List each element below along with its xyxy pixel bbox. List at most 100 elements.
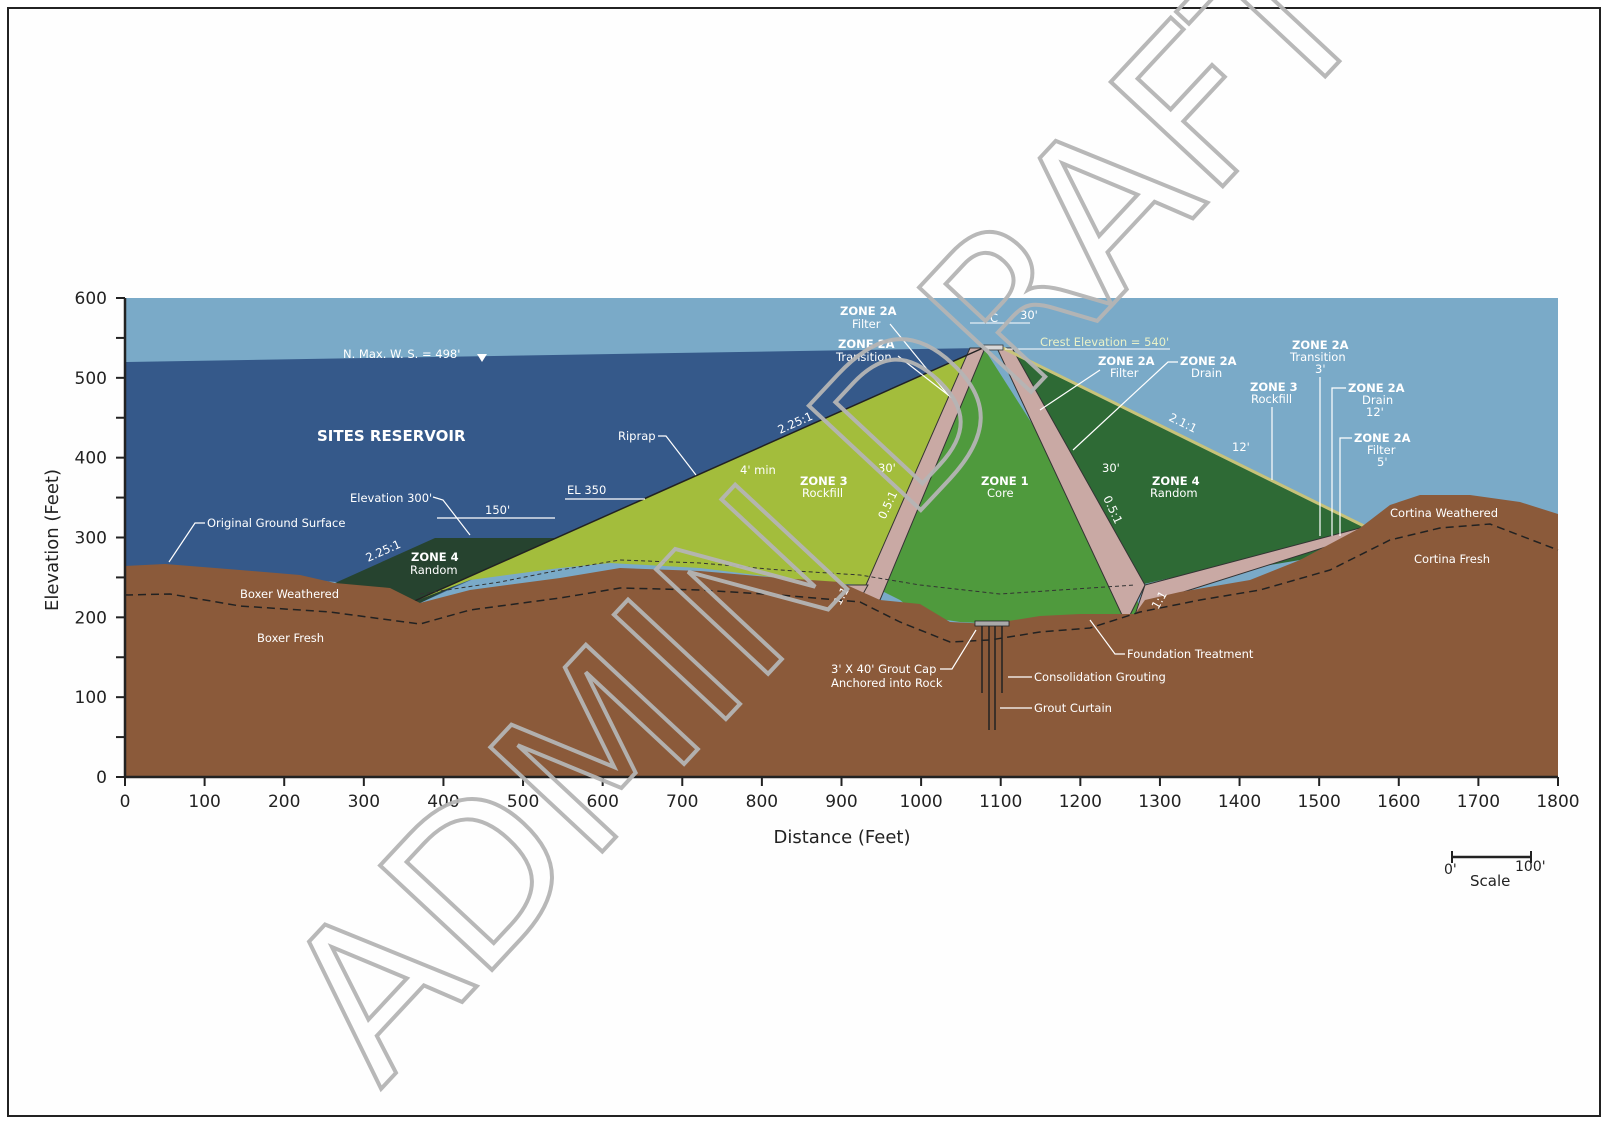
zone1-sub: Core [987, 486, 1014, 500]
filter-width-left: 30' [878, 461, 896, 475]
zone3-right-title: ZONE 3 [1250, 380, 1298, 394]
rockfill-12-label: 12' [1232, 440, 1250, 454]
zone4-random-right [1000, 348, 1370, 585]
zone2a-transition-left-sub: Transition [835, 350, 892, 364]
y-axis-label: Elevation (Feet) [42, 469, 63, 611]
x-tick-label: 1700 [1457, 792, 1500, 812]
zone1-core [870, 350, 1140, 624]
zone2a-transition-right-dim: 3' [1315, 362, 1325, 376]
x-tick-label: 200 [268, 792, 300, 812]
downstream-slope-line [1002, 346, 1369, 530]
berm-width-label: 150' [485, 503, 510, 517]
reservoir-water-body [125, 348, 983, 603]
zone2a-filter-left-leader [889, 323, 949, 396]
zone2a-filter-left-title: ZONE 2A [840, 304, 897, 318]
elevation300-leader [432, 496, 471, 536]
zone2a-filter-right [996, 347, 1146, 616]
zone3-right-sub: Rockfill [1251, 392, 1292, 406]
upstream-slope-line [409, 347, 984, 604]
x-tick-label: 1000 [899, 792, 942, 812]
zone3-title: ZONE 3 [800, 474, 848, 488]
filter-width-right: 30' [1102, 461, 1120, 475]
y-tick-label: 400 [75, 449, 107, 469]
foundation-treatment-label: Foundation Treatment [1127, 647, 1254, 661]
cortina-weathered-label: Cortina Weathered [1390, 506, 1498, 520]
grout-cap-leader [940, 629, 977, 670]
scale-bar: 0' 100' Scale [1444, 851, 1546, 890]
x-tick-label: 1800 [1536, 792, 1579, 812]
y-tick-label: 0 [96, 768, 107, 788]
zone2a-filter-right2-leader [1339, 437, 1352, 536]
zone2a-drain-right-sub: Drain [1362, 393, 1393, 407]
zone4-right-sub: Random [1150, 486, 1198, 500]
crest-width-label: 30' [1020, 308, 1038, 322]
zone2a-transition-left-leader [897, 355, 953, 399]
el350-label: EL 350 [567, 483, 606, 497]
x-tick-label: 1300 [1138, 792, 1181, 812]
scale-end: 100' [1515, 859, 1546, 875]
crest-elevation-label: Crest Elevation = 540' [1040, 335, 1169, 349]
x-tick-label: 500 [507, 792, 539, 812]
original-ground-label: Original Ground Surface [207, 516, 345, 530]
zone2a-filter-left-sub: Filter [852, 317, 881, 331]
zone2a-drain-leader [1072, 361, 1178, 451]
zone2a-transition-right-title: ZONE 2A [1292, 338, 1349, 352]
zone2a-drain-sub: Drain [1191, 366, 1222, 380]
zone2a-filter-right-leader [1039, 369, 1101, 411]
zone2a-drain-title: ZONE 2A [1180, 354, 1237, 368]
grout-cap-label-1: 3' X 40' Grout Cap [831, 662, 936, 676]
x-tick-label: 900 [825, 792, 857, 812]
zone4-left-sub: Random [410, 563, 458, 577]
zone4-left-berm [335, 538, 555, 603]
x-tick-label: 1500 [1298, 792, 1341, 812]
foundation-ground [125, 495, 1558, 777]
y-tick-label: 100 [75, 688, 107, 708]
water-surface-marker-icon [477, 354, 487, 362]
original-ground-leader [168, 522, 205, 563]
dam-crest [982, 344, 1004, 351]
boxer-fresh-label: Boxer Fresh [257, 631, 324, 645]
scale-start: 0' [1444, 862, 1457, 878]
y-tick-label: 500 [75, 369, 107, 389]
zone1-title: ZONE 1 [981, 474, 1029, 488]
zone2a-drain-right-title: ZONE 2A [1348, 381, 1405, 395]
grout-cap [974, 620, 1010, 627]
weathered-fresh-boundary-left [124, 523, 1559, 643]
elevation300-label: Elevation 300' [350, 491, 432, 505]
x-tick-label: 800 [746, 792, 778, 812]
zone2a-drain-right-dim: 12' [1366, 405, 1384, 419]
centerline-label: C [990, 311, 998, 325]
zone2a-filter-right-sub: Filter [1110, 366, 1139, 380]
zone2a-transition-left-title: ZONE 2A [838, 337, 895, 351]
reservoir-name: SITES RESERVOIR [317, 427, 466, 445]
x-tick-label: 400 [427, 792, 459, 812]
foundation-treatment-leader [1089, 619, 1125, 655]
x-tick-label: 600 [586, 792, 618, 812]
x-tick-label: 300 [348, 792, 380, 812]
four-min-label: 4' min [740, 463, 776, 477]
zone2a-filter-right2-title: ZONE 2A [1354, 431, 1411, 445]
grout-curtain-label: Grout Curtain [1034, 701, 1112, 715]
zone4-left-title: ZONE 4 [411, 550, 459, 564]
y-tick-label: 300 [75, 529, 107, 549]
y-tick-label: 600 [75, 289, 107, 309]
x-tick-label: 100 [188, 792, 220, 812]
zone2a-drain-right [1134, 527, 1372, 617]
riprap-leader [658, 435, 697, 476]
zone2a-filter-right2-dim: 5' [1377, 455, 1387, 469]
x-axis-label: Distance (Feet) [773, 827, 910, 848]
x-tick-label: 1200 [1059, 792, 1102, 812]
zone2a-filter-right-title: ZONE 2A [1098, 354, 1155, 368]
x-tick-label: 1100 [979, 792, 1022, 812]
x-tick-label: 1400 [1218, 792, 1261, 812]
consolidation-grouting-label: Consolidation Grouting [1034, 670, 1166, 684]
cortina-fresh-label: Cortina Fresh [1414, 552, 1490, 566]
x-tick-label: 700 [666, 792, 698, 812]
zone4-right-title: ZONE 4 [1152, 474, 1200, 488]
boxer-weathered-label: Boxer Weathered [240, 587, 339, 601]
grout-cap-label-2: Anchored into Rock [831, 676, 943, 690]
scale-label: Scale [1470, 872, 1510, 890]
